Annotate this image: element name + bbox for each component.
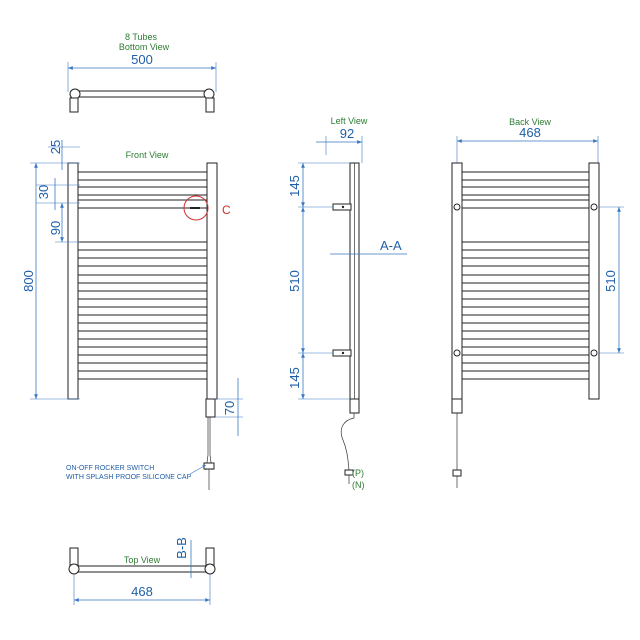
back-dim-510: 510	[603, 270, 618, 292]
bottom-view-title-line2: Bottom View	[119, 42, 170, 52]
front-view-tubes	[77, 171, 208, 380]
top-view: Top View 468 B-B	[68, 537, 216, 605]
back-view-title: Back View	[509, 117, 551, 127]
left-dim-510: 510	[287, 270, 302, 292]
left-view: Left View 92 (P) (N) 145 510 145 A-A	[287, 116, 407, 490]
section-b-b-label: B-B	[174, 537, 189, 559]
detail-c-label: C	[222, 203, 231, 217]
switch-note-line1: ON-OFF ROCKER SWITCH	[66, 465, 154, 472]
back-view-tubes	[461, 171, 590, 380]
bottom-view-width-dim: 500	[131, 52, 153, 67]
back-view: Back View 468 510	[451, 117, 624, 488]
front-view: Front View C	[21, 140, 243, 490]
switch-note-line2: WITH SPLASH PROOF SILICONE CAP	[66, 474, 192, 481]
left-dim-92: 92	[340, 126, 354, 141]
front-dim-25: 25	[48, 140, 63, 154]
front-view-title: Front View	[126, 150, 169, 160]
wire-n-label: (N)	[352, 480, 365, 490]
front-dim-90: 90	[48, 221, 63, 235]
left-dim-145-bottom: 145	[287, 367, 302, 389]
section-a-a-label: A-A	[380, 238, 402, 253]
front-dim-30: 30	[36, 185, 51, 199]
back-dim-468: 468	[519, 125, 541, 140]
top-view-title: Top View	[124, 555, 161, 565]
bottom-view: 8 Tubes Bottom View 500	[67, 32, 217, 113]
switch-note: ON-OFF ROCKER SWITCH WITH SPLASH PROOF S…	[66, 464, 207, 481]
wire-p-label: (P)	[352, 468, 364, 478]
top-dim-468: 468	[131, 584, 153, 599]
left-view-title: Left View	[331, 116, 368, 126]
left-dim-145-top: 145	[287, 175, 302, 197]
bottom-view-title-line1: 8 Tubes	[125, 32, 158, 42]
front-dim-70: 70	[222, 401, 237, 415]
front-dim-800: 800	[21, 270, 36, 292]
detail-c-circle	[183, 195, 209, 221]
